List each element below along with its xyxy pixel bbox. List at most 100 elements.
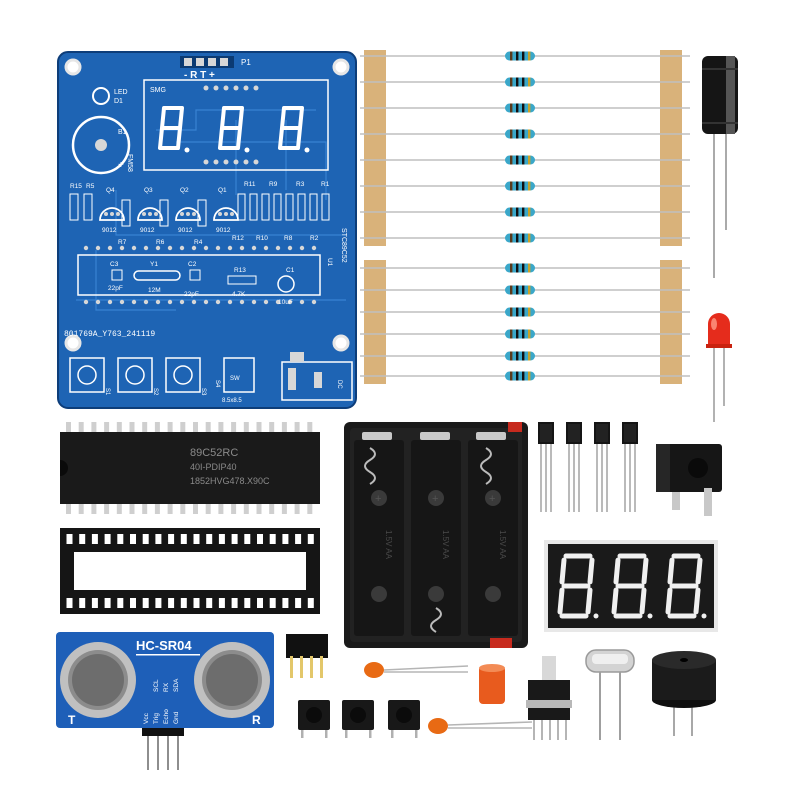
q2-type: 9012 [178,227,193,234]
resistor [505,207,535,217]
pin-rx: RX [163,682,170,692]
to92-transistor [566,422,582,512]
resistor [505,77,535,87]
chip-line2: 40I-PDIP40 [190,462,237,472]
mcu-label: STC89C52 [340,228,347,263]
ref-r10: R10 [256,235,268,242]
ref-s3: S3 [200,388,206,396]
ref-q2: Q2 [180,187,189,194]
tactile-switch [298,700,330,738]
resistor-strips [360,50,690,384]
y1-value: 12M [148,287,161,294]
svg-text:+: + [432,493,438,505]
ref-r8: R8 [284,235,293,242]
display-digit [557,553,595,619]
cell-label-3: 1.5V AA [498,530,507,560]
buzzer [652,651,716,736]
hc-sr04-sensor: HC-SR04 T R Vcc Trig Echo Gnd SCL RX SDA [56,632,274,770]
q1-type: 9012 [216,227,231,234]
ic-socket [60,528,320,614]
ceramic-capacitor-2 [428,718,533,734]
switch-part: 8.5x8.5 [222,398,242,404]
ref-r1: R1 [321,181,330,188]
seven-segment-display [544,540,718,632]
ref-r3: R3 [296,181,305,188]
ref-c2: C2 [188,261,197,268]
c1-value: 10uF [278,299,293,306]
ref-c1: C1 [286,267,295,274]
pin-vcc: Vcc [143,712,150,724]
led-ref: D1 [114,98,123,105]
chip-line3: 1852HVG478.X90C [190,476,270,486]
ref-r2: R2 [310,235,319,242]
cell-label-1: 1.5V AA [384,530,393,560]
ref-y1: Y1 [150,261,158,268]
ref-r6: R6 [156,239,165,246]
c2-value: 22pF [184,291,199,298]
resistor [505,233,535,243]
sensor-left-label: T [68,713,76,727]
ref-s2: S2 [152,388,158,396]
display-outline-digits [158,106,304,150]
to92-transistor [538,422,554,512]
to92-transistor [622,422,638,512]
self-lock-switch [526,656,572,740]
resistor [505,51,535,61]
buzzer-type: FM58 [126,154,133,172]
resistor [505,103,535,113]
pin-sda: SDA [173,678,180,692]
ref-q3: Q3 [144,187,153,194]
ref-r9: R9 [269,181,278,188]
chip-line1: 89C52RC [190,447,238,459]
ref-r4: R4 [194,239,203,246]
q3-type: 9012 [140,227,155,234]
display-digit [611,553,649,619]
ref-q4: Q4 [106,187,115,194]
ref-r7: R7 [118,239,127,246]
display-label: SMG [150,87,166,94]
ceramic-capacitor-1 [364,662,469,678]
board-id: 801769A_Y763_241119 [64,330,155,339]
c3-value: 22pF [108,285,123,292]
ref-r11: R11 [244,181,256,188]
ref-r15: R15 [70,183,82,190]
connector-label: P1 [241,58,251,67]
pin-trig: Trig [153,713,160,724]
ref-q1: Q1 [218,187,227,194]
resistor [505,129,535,139]
sensor-model: HC-SR04 [136,638,192,653]
svg-text:+: + [489,493,495,505]
pcb-board: P1 - R T + LED D1 + B1 FM58 SMG R15 R5 R… [57,51,357,409]
ref-s1: S1 [104,388,110,396]
dc-power-jack [656,444,722,516]
pin-header [286,634,328,678]
cell-label-2: 1.5V AA [441,530,450,560]
resistor [505,329,535,339]
ref-s4: S4 [214,380,220,388]
display-digit [665,553,703,619]
mcu-chip: 89C52RC 40I-PDIP40 1852HVG478.X90C [60,422,320,514]
ref-u1: U1 [326,258,333,267]
pin-gnd: Gnd [173,711,180,724]
resistor [505,285,535,295]
svg-text:+: + [375,493,381,505]
r13-value: 4.7K [232,291,246,298]
electrolytic-capacitor [702,56,738,278]
ref-r13: R13 [234,267,246,274]
tactile-switches [298,700,420,738]
tactile-switch [342,700,374,738]
resistor [505,351,535,361]
crystal-oscillator [585,649,635,740]
switch-label: SW [230,376,240,382]
battery-holder: + + + 1.5V AA 1.5V AA 1.5V AA [344,422,528,648]
buzzer-ref: B1 [118,129,127,136]
to92-transistor [594,422,610,512]
transistors [538,422,638,512]
red-led [706,313,732,422]
connector-pins: - R T + [184,70,215,81]
resistor [505,263,535,273]
button-footprints [69,357,201,393]
ref-c3: C3 [110,261,119,268]
tactile-switch [388,700,420,738]
resistor [505,307,535,317]
